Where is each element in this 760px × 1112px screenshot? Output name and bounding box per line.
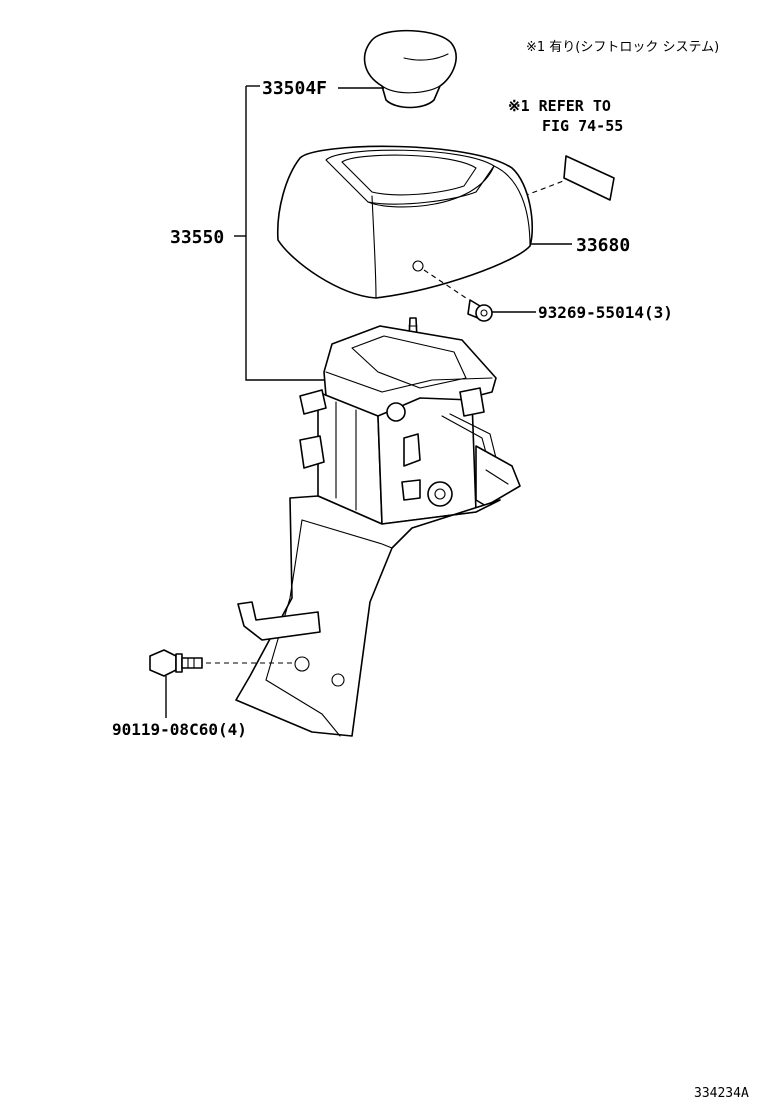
refer-note-line1: ※1 REFER TO <box>508 97 611 115</box>
shift-lock-plate-part <box>523 155 615 201</box>
leader-lines <box>165 85 572 718</box>
label-knob: 33504F <box>262 78 327 99</box>
refer-note-line2: FIG 74-55 <box>542 117 623 135</box>
flange-bolt-part <box>149 649 296 677</box>
label-cover: 33680 <box>576 235 630 256</box>
label-bolt: 90119-08C60(4) <box>112 720 247 739</box>
bracket-part <box>235 495 501 737</box>
label-screw: 93269-55014(3) <box>538 303 673 322</box>
shift-knob-part <box>363 29 457 109</box>
shift-lever-assembly-part <box>299 317 521 525</box>
figure-id: 334234A <box>694 1086 749 1101</box>
shift-lock-note: ※1 有り(シフトロック システム) <box>526 40 719 55</box>
console-cover-part <box>276 145 533 299</box>
screw-part <box>467 299 493 322</box>
label-lever-assembly: 33550 <box>170 227 224 248</box>
